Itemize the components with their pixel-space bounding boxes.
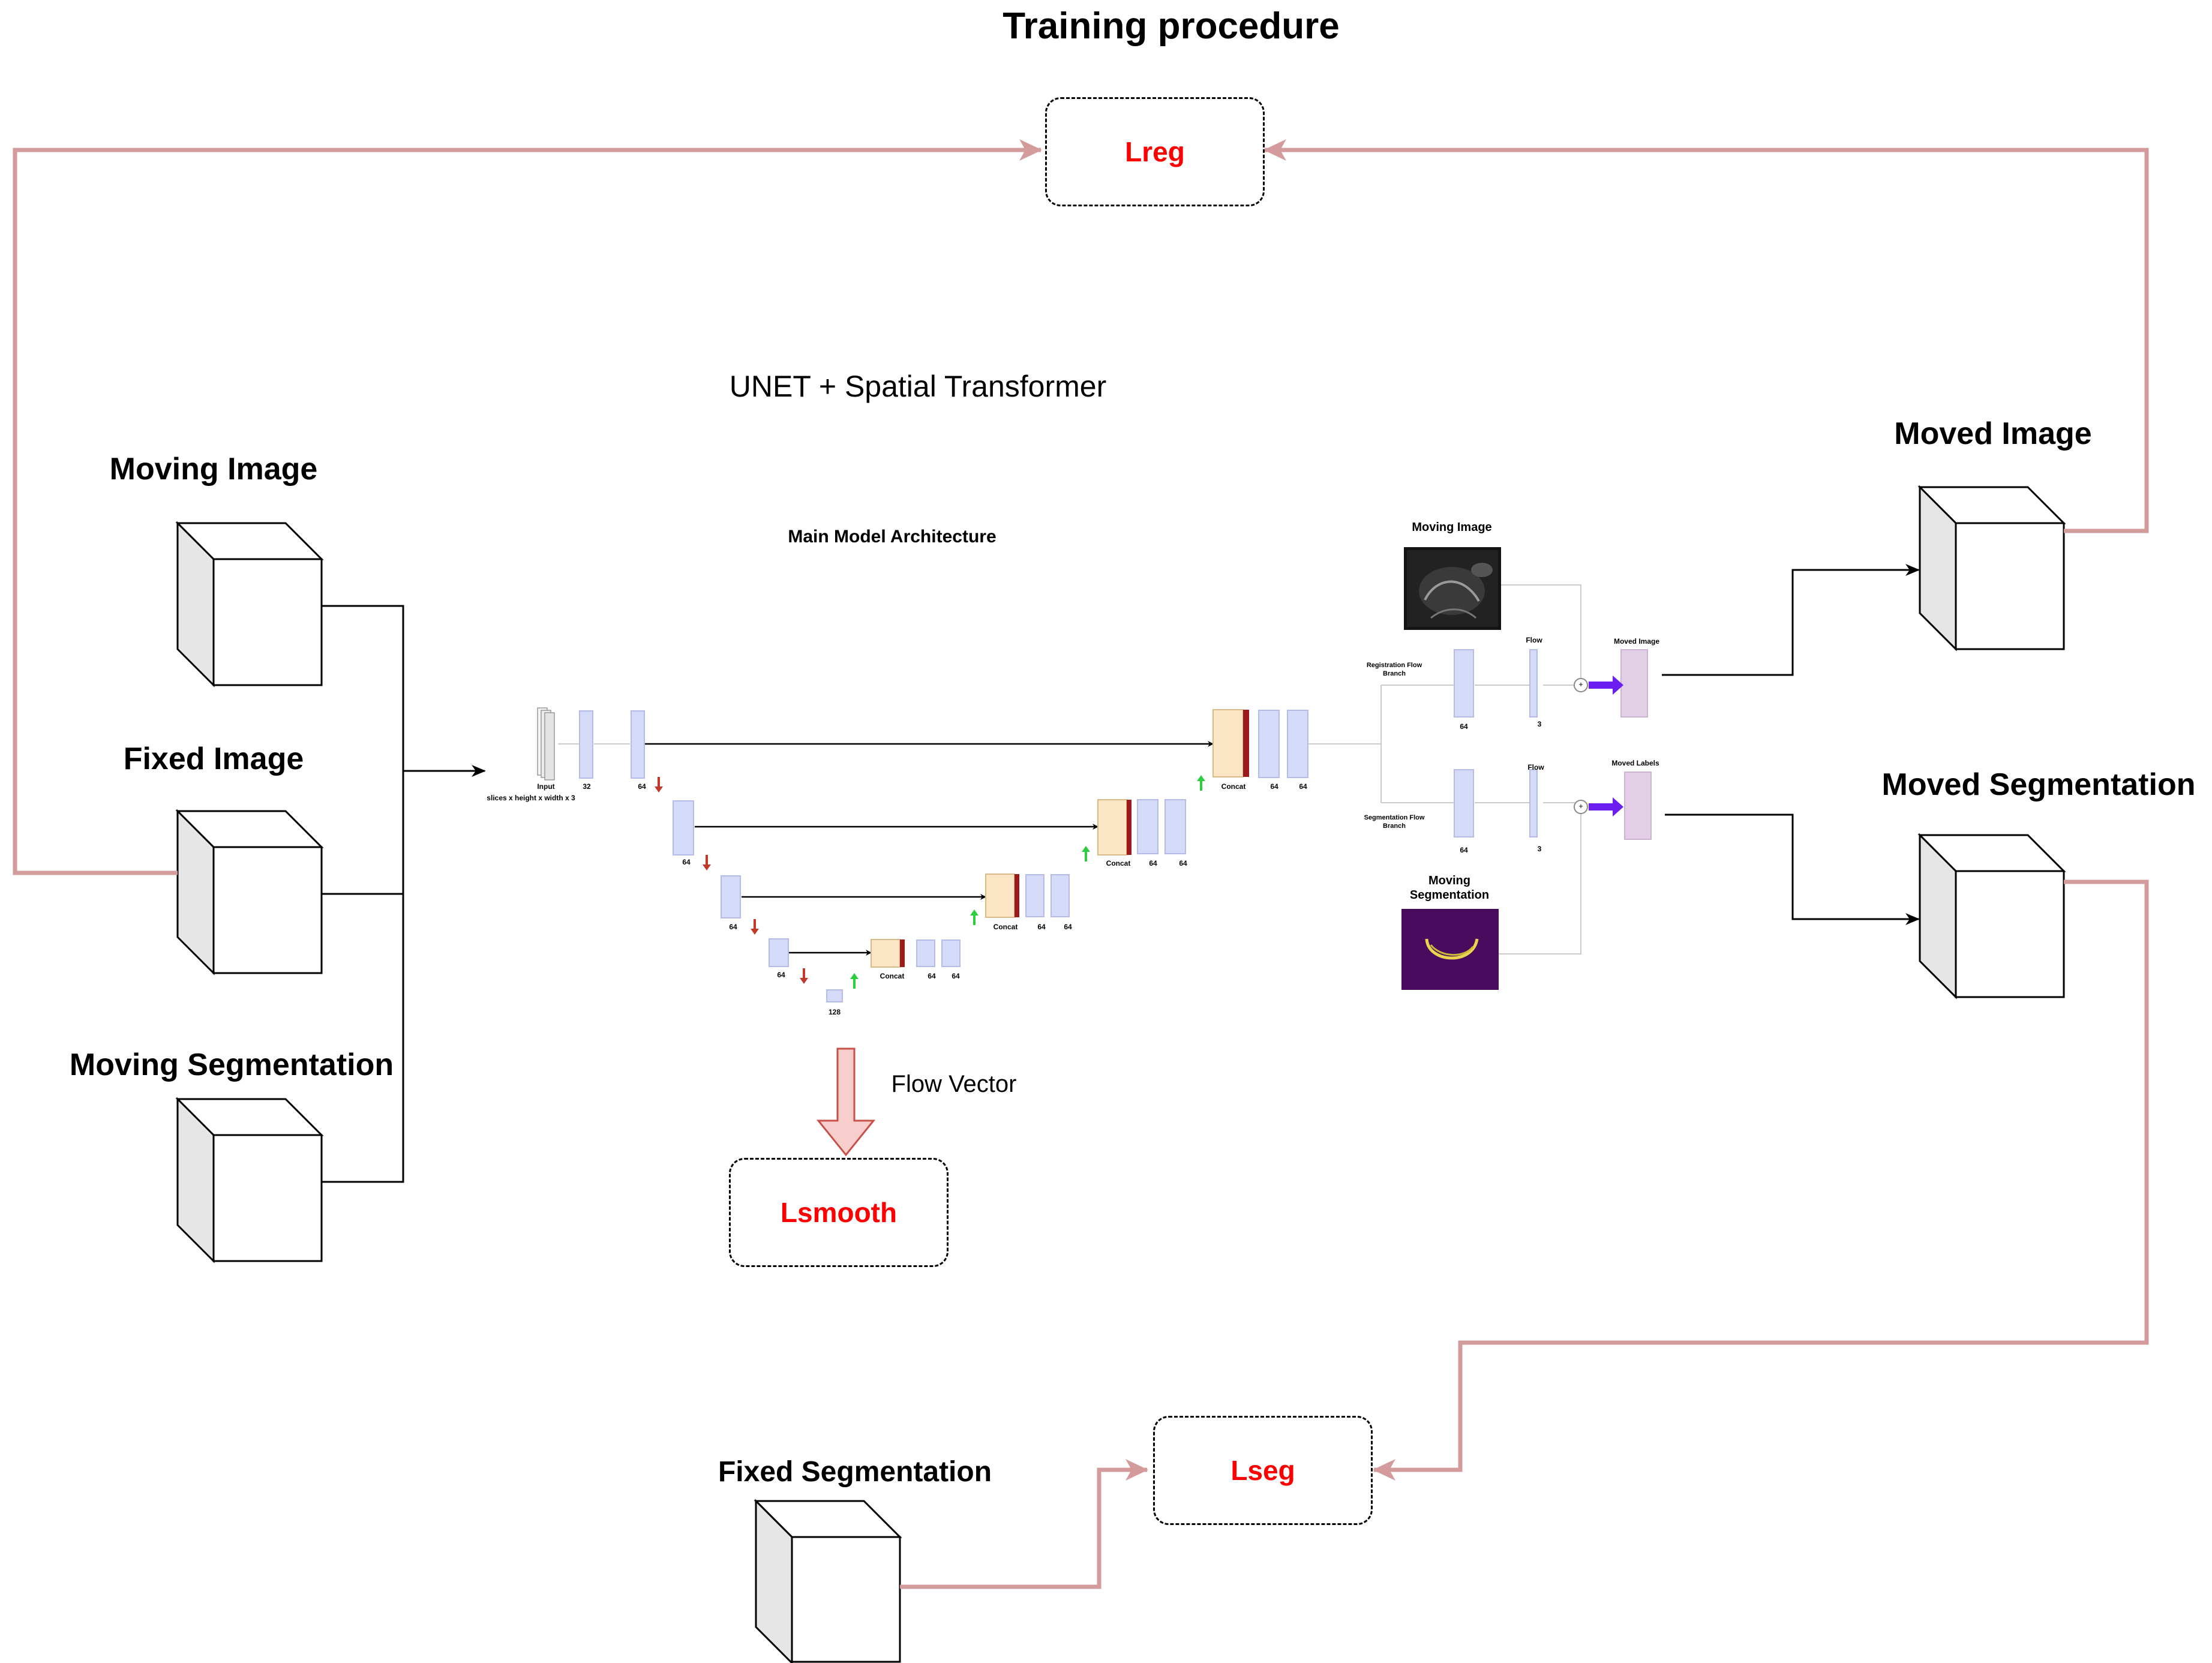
thumbnail-moved-image-label: Moved Image [1613, 637, 1660, 646]
input-shape-label: slices x height x width x 3 [487, 794, 575, 802]
reg-add-sign: + [1578, 680, 1583, 689]
channels-enc2: 64 [682, 858, 691, 866]
fixed-image-label: Fixed Image [123, 742, 304, 776]
moving-segmentation-cube [175, 1097, 324, 1263]
thumbnail-moving-image-label: Moving Image [1412, 521, 1492, 534]
loss-feedback-lines [13, 139, 2149, 1589]
channels-32: 32 [583, 782, 591, 791]
reg-flow-label: Flow [1526, 636, 1542, 644]
model-subtitle: UNET + Spatial Transformer [729, 370, 1107, 403]
input-block-label: Input [537, 782, 555, 791]
warp-arrows [1589, 676, 1623, 817]
channels-enc3: 64 [729, 923, 737, 931]
segmentation-branch-label: Segmentation Flow Branch [1364, 814, 1425, 830]
concat-label-2: Concat [1106, 859, 1131, 867]
flow-vector-arrow [816, 1047, 876, 1157]
moving-image-label: Moving Image [109, 452, 318, 487]
loss-seg-box: Lseg [1153, 1416, 1373, 1525]
fixed-segmentation-label: Fixed Segmentation [718, 1456, 992, 1488]
loss-reg-box: Lreg [1045, 97, 1265, 206]
add-circles [1574, 678, 1588, 814]
moving-image-thumbnail [1404, 547, 1501, 630]
concat-blocks [871, 709, 1249, 968]
reg-branch-channels: 64 [1460, 722, 1468, 731]
downsample-arrows [655, 777, 808, 984]
thumbnail-moving-segmentation-label: Moving Segmentation [1409, 874, 1490, 902]
fixed-segmentation-cube [754, 1499, 902, 1663]
output-connectors [1662, 564, 1920, 925]
thumbnail-moved-labels-label: Moved Labels [1611, 759, 1659, 767]
skip-connections [644, 741, 1214, 956]
channels-bottleneck: 128 [828, 1008, 841, 1016]
upsample-arrows [850, 775, 1205, 989]
diagram-title: Training procedure [1003, 5, 1340, 47]
reg-flow-channels: 3 [1537, 720, 1542, 728]
flow-blocks [1529, 649, 1538, 837]
moved-image-cube [1917, 485, 2066, 652]
channels-dec2-a: 64 [1149, 859, 1157, 867]
internal-links [558, 584, 1581, 954]
moving-segmentation-thumbnail [1401, 909, 1499, 990]
channels-dec4-a: 64 [928, 972, 936, 980]
channels-dec3-a: 64 [1037, 923, 1046, 931]
seg-flow-label: Flow [1527, 763, 1544, 772]
channels-dec4-b: 64 [952, 972, 960, 980]
channels-enc1: 64 [638, 782, 646, 791]
moved-segmentation-label: Moved Segmentation [1881, 767, 2196, 802]
channels-dec1-a: 64 [1270, 782, 1278, 791]
concat-label-3: Concat [993, 923, 1018, 931]
input-merge-connector [322, 605, 486, 1183]
seg-flow-channels: 3 [1537, 845, 1542, 853]
channels-enc4: 64 [777, 971, 785, 979]
moved-blocks [1620, 649, 1652, 840]
channels-dec1-b: 64 [1299, 782, 1307, 791]
architecture-title: Main Model Architecture [788, 527, 997, 547]
seg-branch-channels: 64 [1460, 846, 1468, 854]
loss-smooth-box: Lsmooth [729, 1158, 949, 1267]
concat-label-1: Concat [1221, 782, 1246, 791]
moving-image-cube [175, 521, 324, 688]
moved-segmentation-cube [1917, 833, 2066, 999]
feature-blocks [579, 649, 1474, 1002]
channels-dec2-b: 64 [1179, 859, 1187, 867]
seg-add-sign: + [1578, 802, 1583, 811]
input-volume-block [537, 707, 555, 781]
channels-dec3-b: 64 [1064, 923, 1072, 931]
concat-label-4: Concat [880, 972, 905, 980]
registration-branch-label: Registration Flow Branch [1366, 662, 1422, 677]
fixed-image-cube [175, 809, 324, 975]
flow-vector-label: Flow Vector [891, 1071, 1017, 1097]
moved-image-label: Moved Image [1894, 416, 2092, 451]
moving-segmentation-label: Moving Segmentation [69, 1047, 394, 1082]
